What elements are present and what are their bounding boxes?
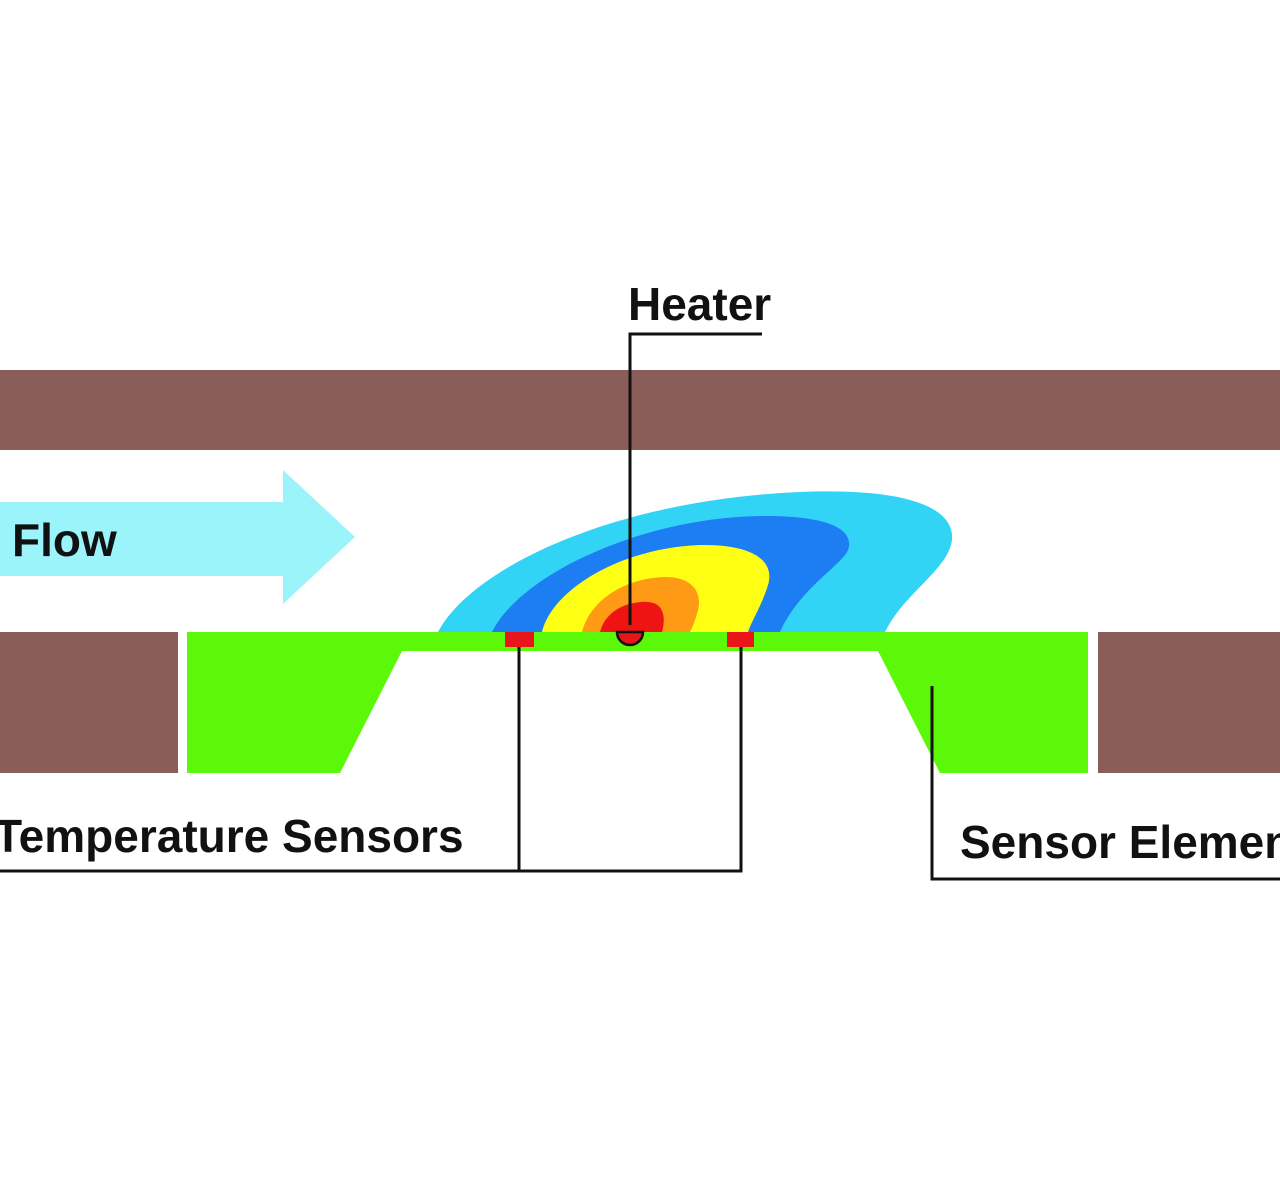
- temperature-sensor-pad-right: [727, 632, 754, 647]
- heater-label: Heater: [628, 278, 771, 330]
- heater-leader-line: [628, 332, 762, 625]
- top-housing-wall: [0, 370, 1280, 450]
- bottom-housing-left: [0, 632, 178, 773]
- sensor-element-label: Sensor Element: [960, 816, 1280, 868]
- bottom-housing-right: [1098, 632, 1280, 773]
- heat-zone-core: [600, 601, 664, 632]
- heater-element: [615, 630, 645, 647]
- flow-label: Flow: [12, 514, 117, 566]
- sensor-element-leader-line: [930, 686, 1280, 881]
- temperature-sensors-label: Temperature Sensors: [0, 810, 464, 862]
- sensor-element-body: [187, 632, 1088, 773]
- temperature-sensors-leader-line: [0, 647, 743, 873]
- flow-arrow: [0, 470, 355, 604]
- temperature-sensor-pad-left: [505, 632, 534, 647]
